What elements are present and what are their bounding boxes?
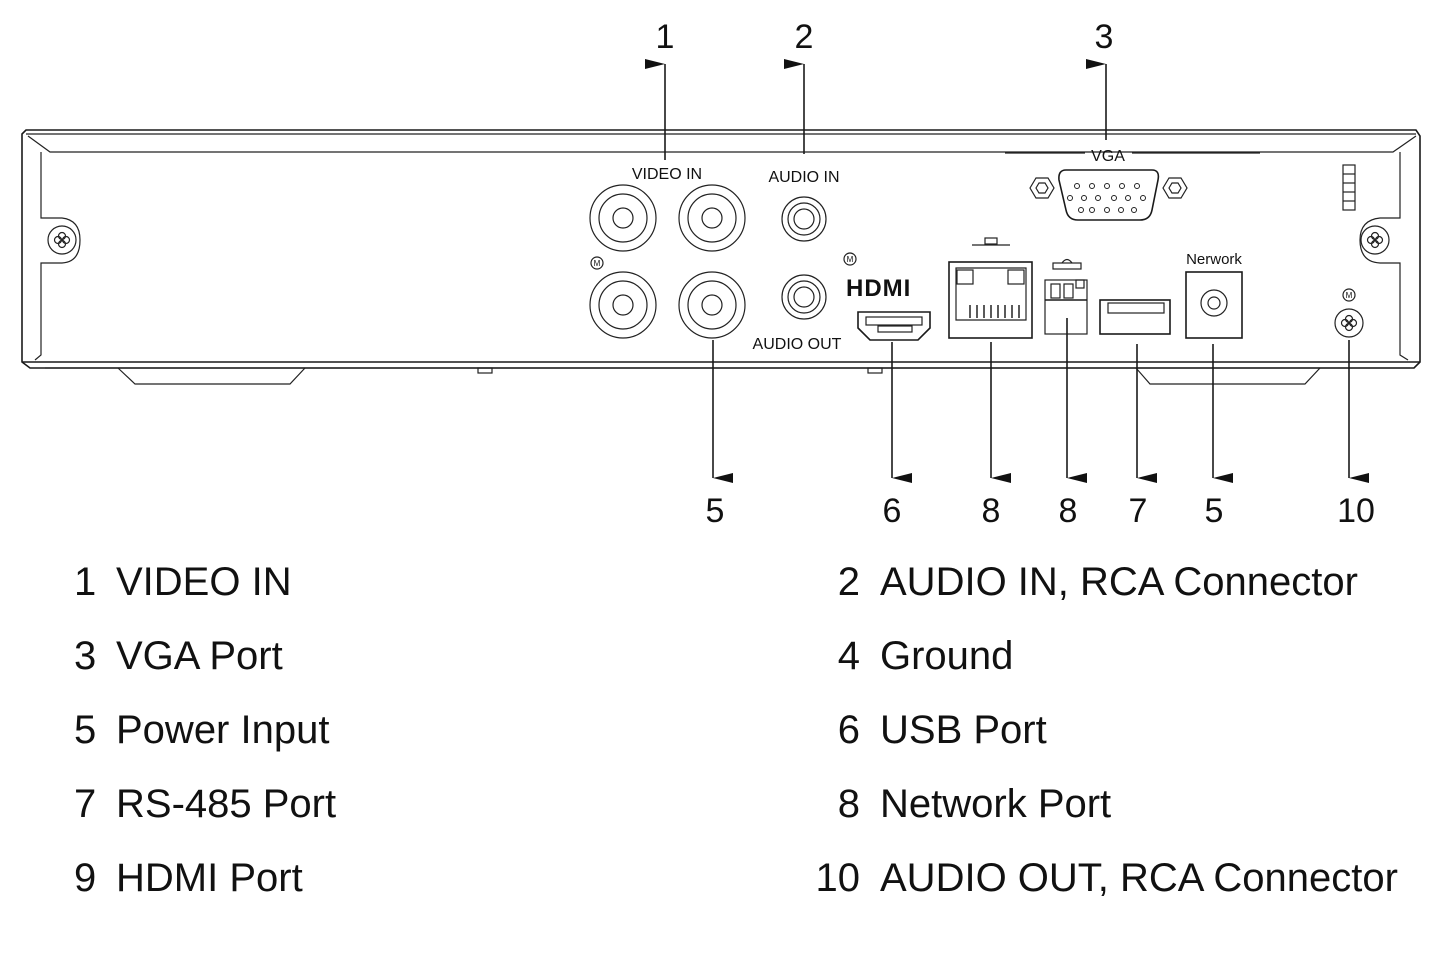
vent-slots [1342, 164, 1356, 211]
legend-label: USB Port [880, 708, 1047, 752]
rear-panel-diagram: VIDEO IN M AUDIO IN AUDIO OUT M HDMI [21, 18, 1421, 530]
audio-out-rca-icon [781, 274, 827, 320]
legend-label: RS-485 Port [116, 782, 337, 826]
svg-text:7: 7 [1129, 492, 1148, 530]
bnc-connector-icon [678, 184, 746, 252]
vga-port-icon [1029, 169, 1188, 221]
power-jack-icon [1185, 271, 1243, 339]
svg-text:8: 8 [982, 492, 1001, 530]
legend-number: 6 [837, 708, 860, 752]
legend-number: 4 [837, 634, 860, 678]
chassis [21, 129, 1421, 385]
svg-text:M: M [1346, 291, 1353, 300]
video-in-connectors: M [589, 184, 746, 339]
terminal-block-icon [1044, 258, 1088, 335]
legend-label: AUDIO OUT, RCA Connector [880, 856, 1398, 900]
svg-text:3: 3 [1095, 18, 1114, 56]
svg-text:1: 1 [656, 18, 675, 56]
callout-bottom: 5 [1205, 344, 1233, 530]
legend-label: Network Port [880, 782, 1112, 826]
legend-number: 8 [837, 782, 860, 826]
rj45-port-icon [948, 261, 1033, 339]
svg-text:2: 2 [795, 18, 814, 56]
legend-label: Ground [880, 634, 1014, 678]
legend-item: 3 VGA Port [74, 632, 283, 680]
svg-text:6: 6 [883, 492, 902, 530]
legend-item: 1 VIDEO IN [74, 558, 292, 606]
callout-top: 3 [1086, 18, 1114, 140]
chassis-screw-left-icon [47, 225, 77, 255]
legend-number: 9 [74, 856, 97, 900]
hdmi-logo-icon: M HDMI [843, 252, 911, 302]
callout-bottom: 5 [706, 340, 733, 530]
legend-item: 4 Ground [814, 632, 1014, 680]
legend-label: AUDIO IN, RCA Connector [880, 560, 1358, 604]
video-in-label: VIDEO IN [632, 166, 702, 183]
svg-text:M: M [847, 255, 854, 264]
usb-port-icon [1099, 299, 1171, 335]
legend-number: 7 [74, 782, 97, 826]
hdmi-port-icon [857, 311, 931, 341]
callout-bottom: 10 [1337, 340, 1375, 530]
callout-bottom: 7 [1129, 344, 1157, 530]
svg-text:8: 8 [1059, 492, 1078, 530]
callout-bottom: 8 [982, 342, 1011, 530]
callout-bottom: 6 [883, 342, 912, 530]
svg-text:5: 5 [706, 492, 725, 530]
legend-label: Power Input [116, 708, 330, 752]
callout-top: 2 [784, 18, 814, 154]
chassis-screw-right-icon [1360, 225, 1390, 255]
legend-number: 1 [74, 560, 97, 604]
callout-bottom: 8 [1059, 318, 1087, 530]
audio-in-label: AUDIO IN [768, 169, 839, 186]
svg-text:5: 5 [1205, 492, 1224, 530]
legend-label: HDMI Port [116, 856, 303, 900]
network-label: Nerwork [1186, 251, 1242, 268]
legend-number: 3 [74, 634, 97, 678]
audio-out-label: AUDIO OUT [753, 336, 842, 353]
svg-text:HDMI: HDMI [846, 275, 911, 302]
legend-label: VGA Port [116, 634, 283, 678]
foot-right [1135, 367, 1321, 385]
legend-item: 10 AUDIO OUT, RCA Connector [814, 854, 1398, 902]
callout-top: 1 [645, 18, 675, 160]
legend-number: 10 [815, 856, 861, 900]
bnc-connector-icon [589, 184, 657, 252]
bnc-connector-icon [678, 271, 746, 339]
ground-screw-icon: M [1334, 288, 1364, 338]
ethernet-icon [972, 237, 1010, 246]
legend-number: 2 [837, 560, 860, 604]
legend-item: 7 RS-485 Port [74, 780, 336, 828]
legend: 1 VIDEO IN 3 VGA Port 5 Power Input 7 RS-485… [0, 548, 1445, 948]
vga-label: VGA [1091, 148, 1125, 165]
legend-item: 8 Network Port [814, 780, 1111, 828]
audio-in-rca-icon [781, 196, 827, 242]
svg-text:M: M [594, 259, 601, 268]
legend-label: VIDEO IN [116, 560, 292, 604]
legend-number: 5 [74, 708, 97, 752]
foot-left [117, 367, 306, 385]
bnc-connector-icon [589, 271, 657, 339]
legend-item: 5 Power Input [74, 706, 329, 754]
legend-item: 9 HDMI Port [74, 854, 303, 902]
legend-item: 6 USB Port [814, 706, 1047, 754]
svg-text:10: 10 [1337, 492, 1375, 530]
legend-item: 2 AUDIO IN, RCA Connector [814, 558, 1358, 606]
